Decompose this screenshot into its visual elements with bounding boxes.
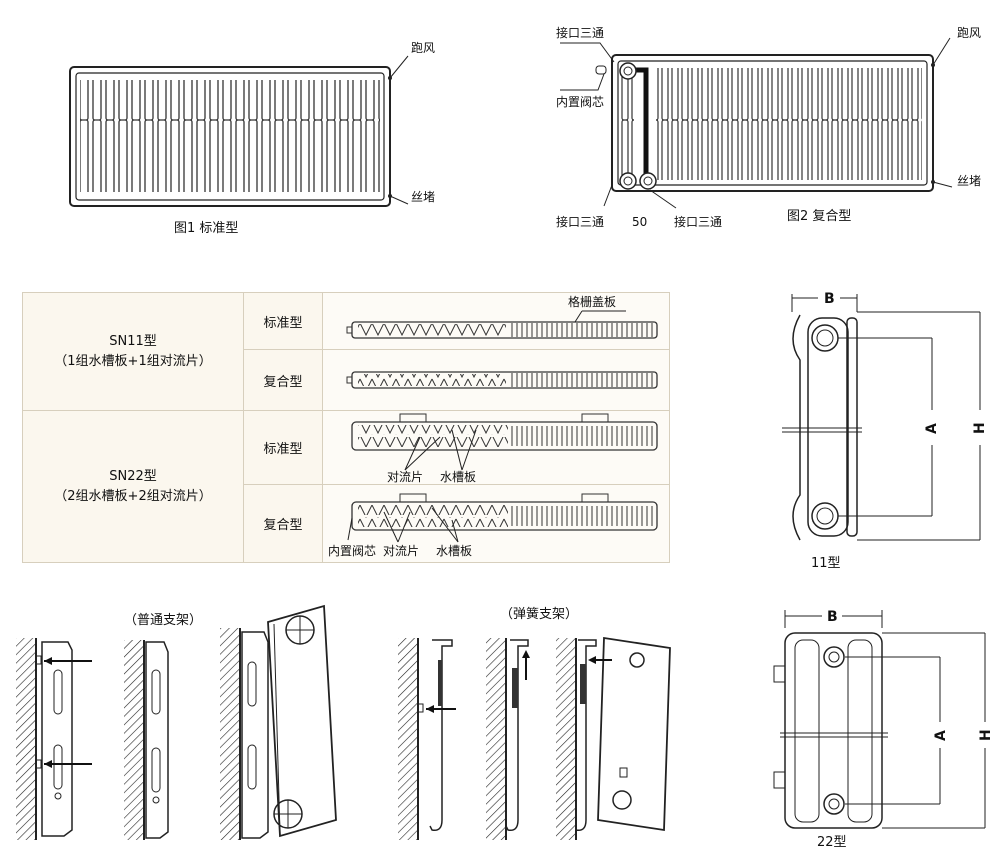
fig2-valve-core-label: 内置阀芯 [556,95,604,109]
sn22-group-cell: SN22型 （2组水槽板+2组对流片） [22,410,244,563]
radiator-types-table: SN11型 （1组水槽板+1组对流片） 标准型 复合型 SN22型 （2组水槽板… [22,292,670,563]
spring-bracket-step3 [556,636,671,840]
fig2-radiator [560,37,953,209]
fig2-caption: 图2 复合型 [787,209,851,224]
spring-bracket-step1 [398,638,456,840]
fig1-plug-label: 丝堵 [411,190,435,204]
side22-b-label: B [827,609,838,625]
fig1-radiator [69,55,409,207]
side22-a-label: A [933,730,949,741]
side11-b-label: B [824,291,835,307]
sn22-composite-diagram [322,484,670,563]
side-view-11 [782,294,981,541]
fig2-tee-bottom-left-label: 接口三通 [556,214,604,229]
sn22-group-name: SN22型 [109,468,157,484]
normal-bracket-step2 [124,640,169,840]
spring-bracket-title: （弹簧支架） [500,606,578,622]
side11-h-label: H [972,422,988,434]
normal-bracket-step3 [220,604,337,840]
sn11-standard-diagram [322,292,670,350]
fig1-caption: 图1 标准型 [174,221,238,236]
sn11-standard-type: 标准型 [243,292,323,350]
spring-bracket-step2 [486,638,530,840]
sn11-group-name: SN11型 [109,333,157,349]
fig2-spacing-label: 50 [632,215,647,229]
side22-caption: 22型 [817,835,847,850]
sn22-standard-diagram [322,410,670,485]
sn11-composite-type: 复合型 [243,349,323,411]
sn11-group-desc: （1组水槽板+1组对流片） [54,353,212,369]
sn22-composite-type: 复合型 [243,484,323,563]
fig2-tee-bottom-right-label: 接口三通 [674,214,722,229]
sn22-group-desc: （2组水槽板+2组对流片） [54,488,212,504]
fig2-tee-top-label: 接口三通 [556,25,604,40]
side22-h-label: H [978,729,994,741]
sn11-group-cell: SN11型 （1组水槽板+1组对流片） [22,292,244,411]
sn11-composite-diagram [322,349,670,411]
normal-bracket-title: （普通支架） [124,613,202,628]
side11-caption: 11型 [811,556,841,571]
sn22-standard-type: 标准型 [243,410,323,485]
side-view-22 [773,610,986,829]
fig2-plug-label: 丝堵 [957,174,981,188]
side11-a-label: A [924,423,940,434]
fig1-vent-label: 跑风 [411,41,435,55]
fig2-vent-label: 跑风 [957,26,981,40]
normal-bracket-step1 [16,638,92,840]
